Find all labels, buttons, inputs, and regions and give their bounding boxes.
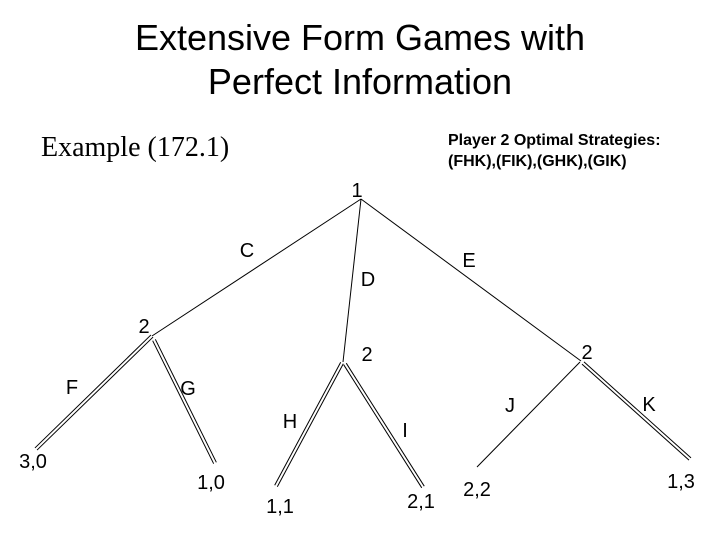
edge-K-line-b xyxy=(583,361,692,459)
node-2-left-label: 2 xyxy=(138,316,149,338)
edge-G-line-a xyxy=(152,340,215,464)
edge-E-line xyxy=(360,198,582,362)
edge-J-line xyxy=(476,361,581,468)
example-heading: Example (172.1) xyxy=(41,132,230,163)
edge-I-line-b xyxy=(345,362,425,487)
edge-D-line xyxy=(342,198,362,363)
edge-F-line-a xyxy=(34,334,152,449)
edge-I-line-a xyxy=(343,364,423,489)
edge-K-line-a xyxy=(581,363,690,461)
optimal-strategies-note-line1: Player 2 Optimal Strategies: xyxy=(448,132,661,149)
edge-label-C: C xyxy=(240,240,254,262)
edge-F-line-b xyxy=(36,336,154,451)
payoff-label-2,1: 2,1 xyxy=(407,491,435,513)
edge-label-K: K xyxy=(642,394,656,416)
payoff-label-1,0: 1,0 xyxy=(197,472,225,494)
slide-title-line2: Perfect Information xyxy=(207,61,513,102)
edge-label-H: H xyxy=(283,411,297,433)
slide-title-line1: Extensive Form Games with xyxy=(134,17,586,58)
node-2-right-label: 2 xyxy=(581,342,592,364)
edge-G-line-b xyxy=(154,339,217,463)
node-2-middle-label: 2 xyxy=(361,344,372,366)
edge-label-F: F xyxy=(66,377,78,399)
payoff-label-1,3: 1,3 xyxy=(667,471,695,493)
optimal-strategies-note-line2: (FHK),(FIK),(GHK),(GIK) xyxy=(448,153,627,170)
edge-label-G: G xyxy=(180,378,196,400)
edge-label-J: J xyxy=(505,395,515,417)
edge-H-line-b xyxy=(276,363,344,487)
slide-title: Extensive Form Games with Perfect Inform… xyxy=(0,16,720,104)
edge-label-D: D xyxy=(361,269,375,291)
edge-C-line xyxy=(151,198,362,337)
payoff-label-3,0: 3,0 xyxy=(19,451,47,473)
edge-H-line-a xyxy=(274,362,342,486)
payoff-label-2,2: 2,2 xyxy=(463,479,491,501)
node-1-root-label: 1 xyxy=(351,180,362,202)
edge-label-E: E xyxy=(462,250,475,272)
edge-label-I: I xyxy=(402,420,408,442)
optimal-strategies-note: Player 2 Optimal Strategies: (FHK),(FIK)… xyxy=(448,130,661,172)
payoff-label-1,1: 1,1 xyxy=(266,496,294,518)
